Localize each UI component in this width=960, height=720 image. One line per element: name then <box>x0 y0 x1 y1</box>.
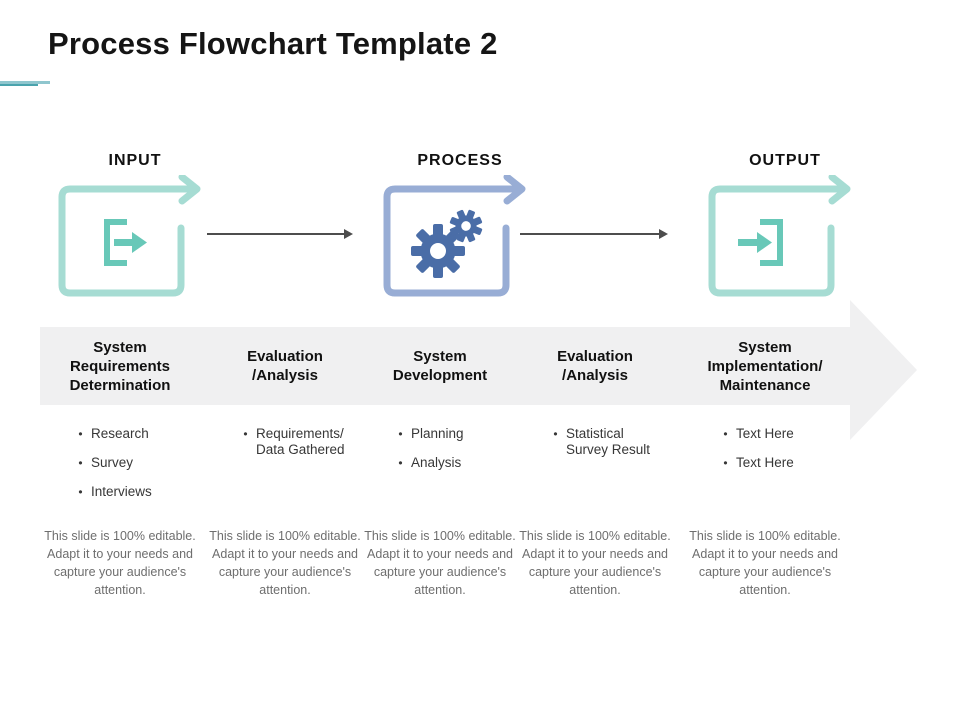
bullet-dot: • <box>398 427 403 441</box>
list-item: • Text Here <box>715 426 845 442</box>
phase-header-5: System Implementation/ Maintenance <box>707 338 823 394</box>
box-arrow-tip <box>828 175 851 205</box>
input-stage-box <box>58 175 201 297</box>
bullet-text: Statistical Survey Result <box>566 426 651 457</box>
phase-band-arrow <box>40 300 917 440</box>
list-item: • Survey <box>70 455 200 471</box>
list-item: • Research <box>70 426 200 442</box>
bullet-text: Analysis <box>411 455 462 470</box>
title-accent-line-dark <box>0 84 38 86</box>
phase-bullets-4: • Statistical Survey Result <box>515 426 675 471</box>
list-item: • Interviews <box>70 484 200 500</box>
bullet-dot: • <box>243 427 248 441</box>
phase-bullets-1: • Research • Survey • Interviews <box>40 426 200 513</box>
note-text: This slide is 100% editable. Adapt it to… <box>44 529 196 597</box>
box-arrow-tip <box>503 175 526 205</box>
phase-note-1: This slide is 100% editable. Adapt it to… <box>40 527 200 599</box>
phase-header-1: System Requirements Determination <box>69 338 171 394</box>
title-accent-line <box>0 81 50 84</box>
connector-arrow-input-process <box>207 229 353 239</box>
note-text: This slide is 100% editable. Adapt it to… <box>364 529 516 597</box>
import-arrow-icon <box>738 219 783 266</box>
output-stage-box <box>708 175 851 297</box>
bullet-text: Planning <box>411 426 464 441</box>
bullet-text: Text Here <box>736 455 794 470</box>
stage-label-input: INPUT <box>108 152 162 169</box>
bullet-dot: • <box>78 485 83 499</box>
phase-note-3: This slide is 100% editable. Adapt it to… <box>360 527 520 599</box>
bullet-dot: • <box>553 427 558 441</box>
bullet-dot: • <box>723 427 728 441</box>
bullet-dot: • <box>398 456 403 470</box>
bullet-text: Interviews <box>91 484 152 499</box>
phase-header-4: Evaluation /Analysis <box>557 348 633 384</box>
export-arrow-icon <box>104 219 147 266</box>
note-text: This slide is 100% editable. Adapt it to… <box>519 529 671 597</box>
gears-icon <box>411 209 483 278</box>
stage-label-process: PROCESS <box>417 152 503 169</box>
note-text: This slide is 100% editable. Adapt it to… <box>689 529 841 597</box>
phase-bullets-2: • Requirements/ Data Gathered <box>205 426 365 471</box>
page-title: Process Flowchart Template 2 <box>48 26 498 61</box>
list-item: • Statistical Survey Result <box>545 426 675 458</box>
phase-note-5: This slide is 100% editable. Adapt it to… <box>685 527 845 599</box>
bullet-text: Research <box>91 426 149 441</box>
phase-bullets-3: • Planning • Analysis <box>360 426 520 484</box>
phase-bullets-5: • Text Here • Text Here <box>685 426 845 484</box>
bullet-dot: • <box>78 427 83 441</box>
list-item: • Text Here <box>715 455 845 471</box>
list-item: • Analysis <box>390 455 520 471</box>
phase-header-3: System Development <box>392 348 488 384</box>
bullet-text: Requirements/ Data Gathered <box>256 426 345 457</box>
connector-arrow-process-output <box>520 229 668 239</box>
note-text: This slide is 100% editable. Adapt it to… <box>209 529 361 597</box>
bullet-dot: • <box>723 456 728 470</box>
list-item: • Planning <box>390 426 520 442</box>
phase-note-4: This slide is 100% editable. Adapt it to… <box>515 527 675 599</box>
phase-header-2: Evaluation /Analysis <box>247 348 323 384</box>
box-arrow-tip <box>178 175 201 205</box>
bullet-dot: • <box>78 456 83 470</box>
list-item: • Requirements/ Data Gathered <box>235 426 365 458</box>
process-stage-box <box>383 175 526 297</box>
stage-label-output: OUTPUT <box>749 152 821 169</box>
bullet-text: Survey <box>91 455 134 470</box>
bullet-text: Text Here <box>736 426 794 441</box>
phase-note-2: This slide is 100% editable. Adapt it to… <box>205 527 365 599</box>
